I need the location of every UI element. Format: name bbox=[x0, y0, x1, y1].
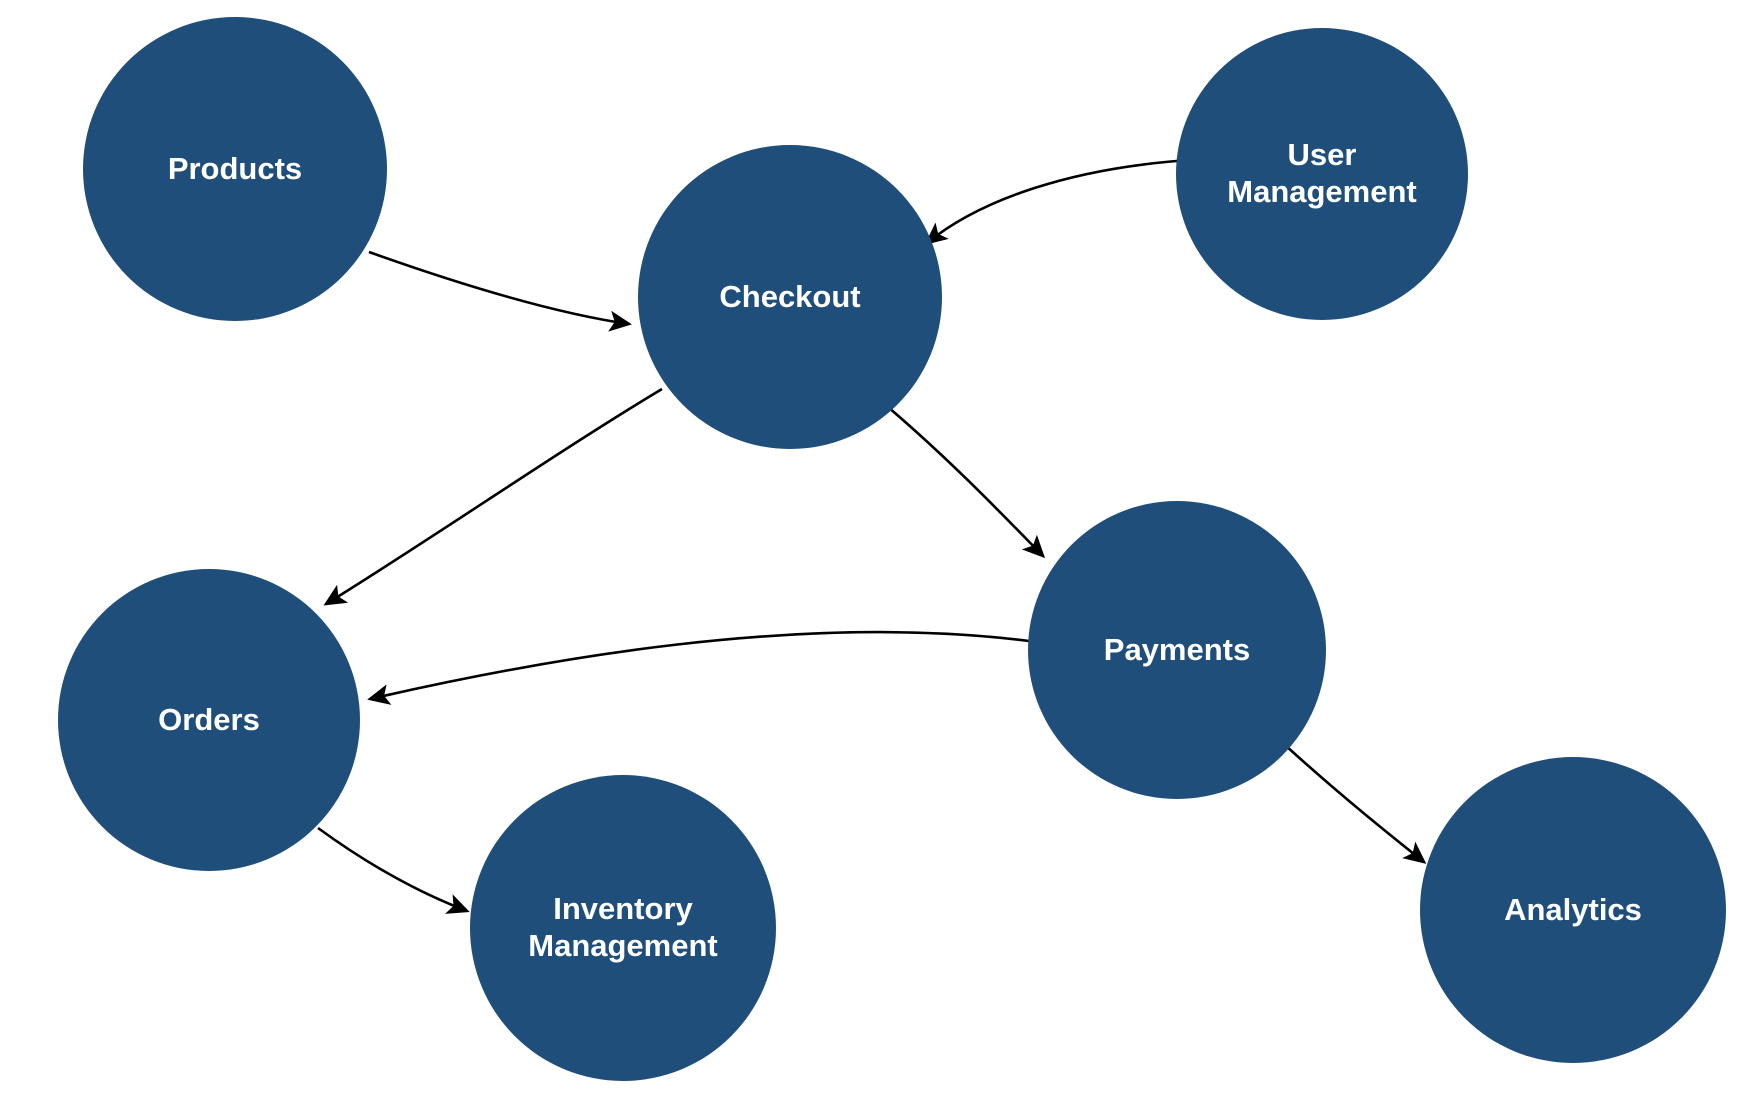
edge-checkout-to-payments[interactable] bbox=[887, 406, 1046, 559]
edge-payments-to-orders[interactable] bbox=[367, 630, 1030, 705]
node-label-orders: Orders bbox=[158, 701, 260, 737]
node-orders[interactable]: Orders bbox=[58, 569, 360, 871]
node-label-payments: Payments bbox=[1103, 631, 1251, 667]
node-checkout[interactable]: Checkout bbox=[638, 145, 942, 449]
node-label-user_mgmt: User Management bbox=[1227, 137, 1417, 209]
node-user_mgmt[interactable]: User Management bbox=[1176, 28, 1468, 320]
edge-user-mgmt-to-checkout[interactable] bbox=[924, 158, 1191, 245]
edge-payments-to-analytics[interactable] bbox=[1284, 744, 1427, 864]
edge-checkout-to-orders[interactable] bbox=[323, 387, 663, 606]
node-label-checkout: Checkout bbox=[719, 278, 861, 314]
edges-group bbox=[317, 158, 1427, 914]
node-inventory[interactable]: Inventory Management bbox=[470, 775, 776, 1081]
node-products[interactable]: Products bbox=[83, 17, 387, 321]
node-label-inventory: Inventory Management bbox=[528, 891, 718, 963]
node-payments[interactable]: Payments bbox=[1028, 501, 1326, 799]
edge-products-to-checkout[interactable] bbox=[368, 250, 632, 332]
node-label-analytics: Analytics bbox=[1504, 891, 1642, 927]
edge-orders-to-inventory[interactable] bbox=[317, 826, 470, 914]
node-label-products: Products bbox=[167, 150, 303, 186]
node-analytics[interactable]: Analytics bbox=[1420, 757, 1726, 1063]
